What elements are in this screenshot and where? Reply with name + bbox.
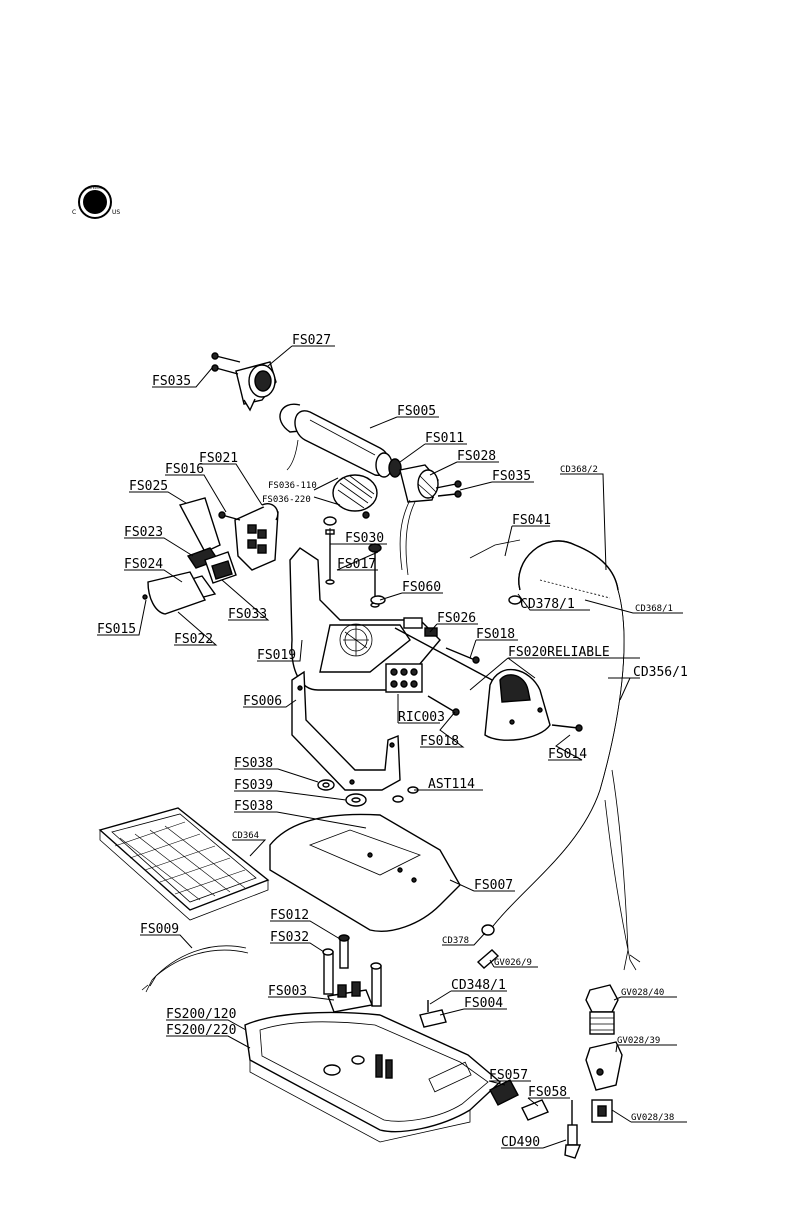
label-fs018: FS018 xyxy=(476,627,515,642)
part-cd356-power-cord xyxy=(489,589,641,971)
label-fs035: FS035 xyxy=(152,374,191,389)
etl-certification-logo: ETL C US INTERTEK xyxy=(72,185,120,219)
part-fs058-cap xyxy=(521,1099,549,1121)
label-cd364: CD364 xyxy=(232,831,259,841)
label-fs028: FS028 xyxy=(457,449,496,464)
part-fs033-switch-block xyxy=(204,551,237,584)
label-cd378: CD378 xyxy=(442,936,469,946)
label-fs026: FS026 xyxy=(437,611,476,626)
leader-lines xyxy=(97,345,687,1149)
label-gv026-9: GV026/9 xyxy=(494,958,532,968)
label-fs041: FS041 xyxy=(512,513,551,528)
label-gv028-39: GV028/39 xyxy=(617,1036,660,1046)
part-fs057-plug xyxy=(489,1079,519,1106)
part-fs028-front-cap xyxy=(399,464,462,576)
label-fs036-110: FS036-110 xyxy=(268,481,317,491)
label-gv028-40: GV028/40 xyxy=(621,988,664,998)
part-fs200-soleplate xyxy=(244,1011,502,1143)
label-fs024: FS024 xyxy=(124,557,163,572)
label-fs057: FS057 xyxy=(489,1068,528,1083)
part-gv028-38-insert xyxy=(591,1099,613,1123)
etl-logo-left: C xyxy=(72,209,76,216)
label-fs200-120: FS200/120 xyxy=(166,1007,236,1022)
label-fs038: FS038 xyxy=(234,756,273,771)
part-fs020-side-handle xyxy=(484,668,583,741)
label-fs036-220: FS036-220 xyxy=(262,495,311,505)
label-fs030: FS030 xyxy=(345,531,384,546)
label-cd378-1: CD378/1 xyxy=(520,597,575,612)
etl-logo-right: US xyxy=(112,209,120,216)
label-fs019: FS019 xyxy=(257,648,296,663)
label-fs021: FS021 xyxy=(199,451,238,466)
label-fs017: FS017 xyxy=(337,557,376,572)
part-fs025-spring-clip xyxy=(178,497,221,553)
etl-logo-main: ETL xyxy=(84,197,106,210)
label-fs023: FS023 xyxy=(124,525,163,540)
part-gv028-40-nut xyxy=(585,984,619,1035)
label-fs022: FS022 xyxy=(174,632,213,647)
label-fs200-220: FS200/220 xyxy=(166,1023,236,1038)
part-fs019-handle-bracket xyxy=(289,547,441,691)
part-fs003-thermostat xyxy=(327,981,373,1013)
label-ast114: AST114 xyxy=(428,777,475,792)
label-fs020: FS020RELIABLE xyxy=(508,645,610,660)
label-ric003: RIC003 xyxy=(398,710,445,725)
label-gv028-38: GV028/38 xyxy=(631,1113,674,1123)
label-fs004: FS004 xyxy=(464,996,503,1011)
part-fs012-spacer xyxy=(338,934,350,969)
label-fs006: FS006 xyxy=(243,694,282,709)
label-fs025: FS025 xyxy=(129,479,168,494)
label-fs038-b: FS038 xyxy=(234,799,273,814)
label-cd356: CD356/1 xyxy=(633,665,688,680)
part-fs022-cover-plate xyxy=(142,571,207,615)
label-fs007: FS007 xyxy=(474,878,513,893)
part-cd364-iron-rest xyxy=(98,807,270,921)
part-fs004-terminal xyxy=(419,1000,447,1028)
part-fs036-temperature-knob xyxy=(332,474,378,519)
part-fs027-rear-cap xyxy=(211,352,277,412)
part-cd378-grommet xyxy=(481,924,495,936)
label-fs027: FS027 xyxy=(292,333,331,348)
label-cd490: CD490 xyxy=(501,1135,540,1150)
part-labels: FS027 FS035 FS005 FS011 FS021 FS028 FS01… xyxy=(97,333,688,1150)
label-fs060: FS060 xyxy=(402,580,441,595)
label-cd368-1: CD368/1 xyxy=(635,604,673,614)
part-fs007-top-cover xyxy=(269,813,461,932)
label-fs058: FS058 xyxy=(528,1085,567,1100)
part-fs006-mounting-bracket xyxy=(291,670,401,791)
part-fs009-wire-harness xyxy=(141,945,249,993)
part-fs030-washer xyxy=(323,516,337,585)
label-fs005: FS005 xyxy=(397,404,436,419)
label-fs003: FS003 xyxy=(268,984,307,999)
part-fs005-handle-grip xyxy=(279,403,393,478)
label-fs009: FS009 xyxy=(140,922,179,937)
part-cd490-jack xyxy=(564,1100,582,1159)
part-fs011-ring xyxy=(388,458,402,478)
part-ric003-terminal-block xyxy=(385,663,460,716)
label-fs033: FS033 xyxy=(228,607,267,622)
label-cd368-2: CD368/2 xyxy=(560,465,598,475)
label-cd348-1: CD348/1 xyxy=(451,978,506,993)
label-fs011: FS011 xyxy=(425,431,464,446)
label-fs018-b: FS018 xyxy=(420,734,459,749)
part-gv026-9-connector xyxy=(476,949,500,969)
part-gv028-39-housing xyxy=(585,1041,623,1091)
label-fs016: FS016 xyxy=(165,462,204,477)
etl-logo-arc: INTERTEK xyxy=(88,186,103,190)
label-fs015: FS015 xyxy=(97,622,136,637)
part-fs041-cord-assembly xyxy=(469,539,619,605)
label-fs035-b: FS035 xyxy=(492,469,531,484)
label-fs039: FS039 xyxy=(234,778,273,793)
label-fs032: FS032 xyxy=(270,930,309,945)
part-ast114-washer xyxy=(392,786,419,803)
part-fs039-washer xyxy=(345,793,367,807)
label-fs012: FS012 xyxy=(270,908,309,923)
part-fs032-spacer xyxy=(322,948,382,1007)
part-fs038-washer xyxy=(317,779,335,791)
part-fs021-switch-housing xyxy=(218,503,279,571)
label-fs014: FS014 xyxy=(548,747,587,762)
